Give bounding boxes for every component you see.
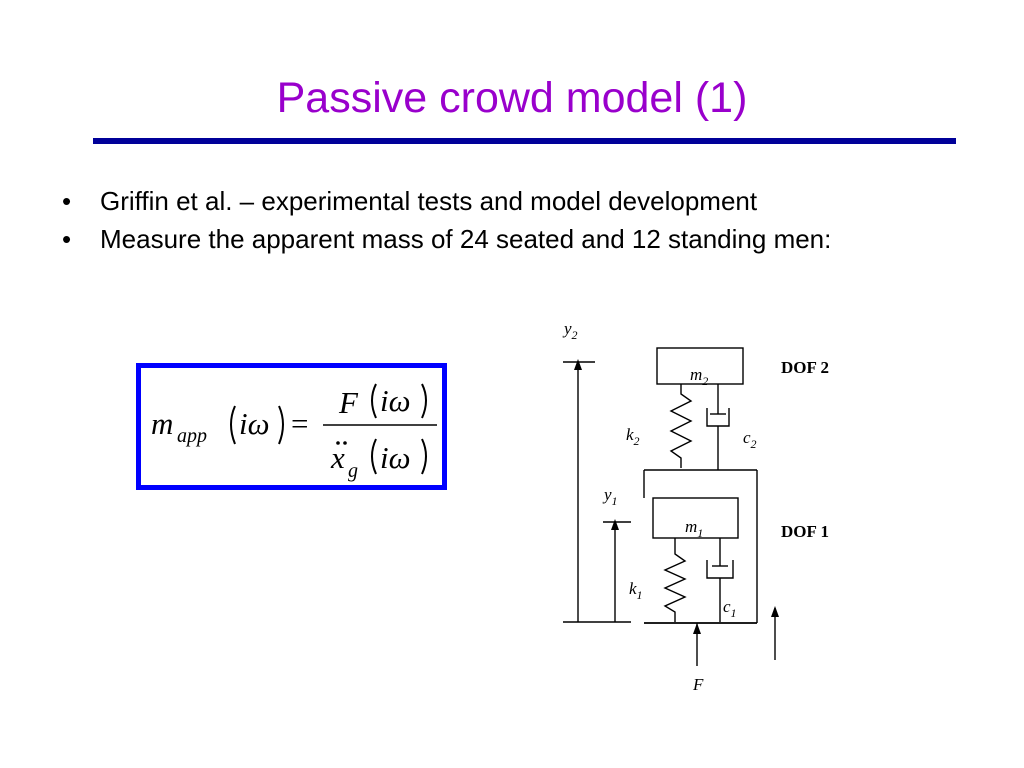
right-arrow-head: [771, 606, 779, 617]
formula-ddot-left: [336, 441, 340, 445]
formula-num-paren-open: [371, 383, 377, 419]
spring-k1: [663, 538, 687, 622]
label-c2: c2: [743, 428, 757, 451]
label-y2: y2: [562, 319, 578, 342]
formula-denominator-subscript: g: [348, 460, 358, 482]
formula-den-paren-close: [421, 438, 427, 475]
y2-arrow-head: [574, 359, 582, 370]
formula-lhs-symbol: m: [151, 406, 173, 441]
bullet-list: • Griffin et al. – experimental tests an…: [58, 185, 958, 261]
label-force: F: [692, 675, 704, 694]
bullet-item: • Measure the apparent mass of 24 seated…: [58, 223, 958, 255]
formula-num-paren-close: [421, 383, 427, 419]
formula-box: m app iω = F iω x g iω: [136, 363, 447, 490]
mass-1-block: [652, 497, 739, 539]
two-dof-diagram: y2 y1 m2 m1 k2 k1 c2 c1 F DOF 2 DOF 1: [562, 319, 829, 694]
bullet-marker: •: [62, 186, 72, 216]
formula-den-paren-open: [371, 438, 377, 475]
formula-numerator-argument: iω: [380, 383, 411, 418]
formula-denominator-argument: iω: [380, 440, 411, 475]
label-c1: c1: [723, 597, 737, 620]
bullet-marker: •: [62, 224, 72, 254]
label-m1: m1: [685, 517, 703, 540]
formula-denominator-symbol: x: [330, 440, 345, 475]
y1-arrow-head: [611, 519, 619, 530]
force-arrow-head: [693, 623, 701, 634]
label-k1: k1: [629, 579, 643, 602]
formula-svg: m app iω = F iω x g iω: [151, 383, 437, 482]
mass-2-block: [656, 347, 744, 385]
bullet-text: Measure the apparent mass of 24 seated a…: [100, 224, 832, 254]
formula-lhs-paren-close: [278, 405, 284, 445]
label-dof1: DOF 1: [781, 522, 829, 541]
spring-k2: [669, 384, 693, 468]
label-dof2: DOF 2: [781, 358, 829, 377]
slide-title: Passive crowd model (1): [276, 74, 748, 122]
formula-equals: =: [291, 406, 308, 441]
label-m2: m2: [690, 365, 708, 388]
bullet-text: Griffin et al. – experimental tests and …: [100, 186, 758, 216]
formula-lhs-paren-open: [230, 405, 236, 445]
label-k2: k2: [626, 425, 640, 448]
label-y1: y1: [602, 485, 618, 508]
title-underline: [93, 138, 956, 144]
formula-numerator-symbol: F: [338, 385, 359, 420]
bullet-item: • Griffin et al. – experimental tests an…: [58, 185, 958, 217]
formula-ddot-right: [343, 441, 347, 445]
formula-lhs-subscript: app: [177, 425, 207, 447]
formula-lhs-argument: iω: [239, 406, 270, 441]
